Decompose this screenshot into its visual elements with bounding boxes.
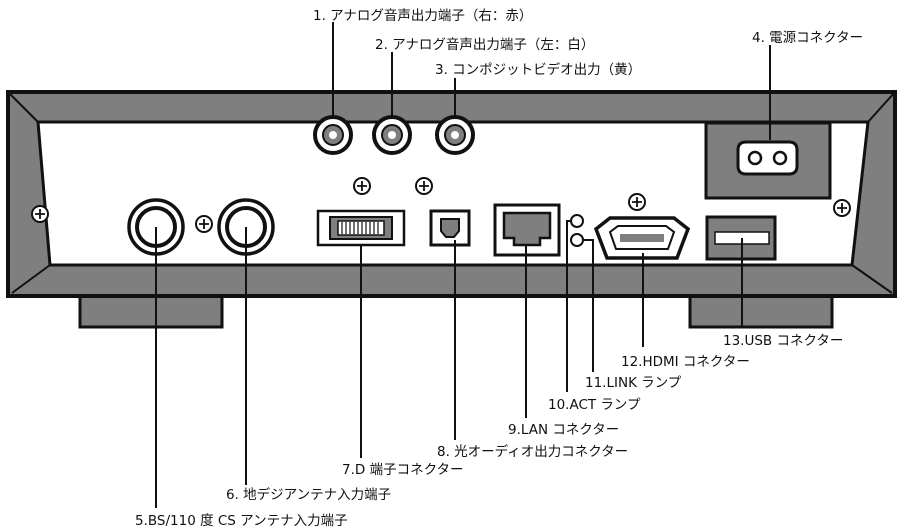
label-2: 2. アナログ音声出力端子（左：白） [375, 36, 594, 53]
label-12: 12.HDMI コネクター [621, 354, 750, 370]
bevel-line [11, 264, 51, 294]
label-5: 5.BS/110 度 CS アンテナ入力端子 [135, 513, 348, 529]
bevel-line [7, 91, 39, 123]
bevel-line [851, 264, 893, 294]
power-connector [704, 121, 832, 200]
label-13: 13.USB コネクター [723, 333, 843, 349]
rca-jack-composite-yellow [435, 115, 475, 155]
screw-icon [353, 177, 371, 195]
screw-icon [833, 199, 851, 217]
label-4: 4. 電源コネクター [752, 30, 863, 46]
rca-jack-right-red [313, 115, 353, 155]
left-foot [78, 293, 224, 329]
rca-jack-left-white [372, 115, 412, 155]
screw-icon [628, 193, 646, 211]
label-11: 11.LINK ランプ [585, 375, 682, 391]
right-foot [688, 293, 834, 329]
d-terminal-connector [316, 209, 406, 247]
label-10: 10.ACT ランプ [548, 397, 641, 413]
act-lamp [570, 214, 584, 228]
optical-audio-output [429, 209, 471, 247]
label-6: 6. 地デジアンテナ入力端子 [226, 486, 391, 503]
link-lamp [570, 233, 584, 247]
label-3: 3. コンポジットビデオ出力（黄） [435, 61, 641, 78]
leader-line-10 [566, 220, 571, 392]
label-9: 9.LAN コネクター [508, 422, 619, 438]
screw-icon [195, 215, 213, 233]
label-1: 1. アナログ音声出力端子（右：赤） [313, 7, 532, 24]
screw-icon [415, 177, 433, 195]
screw-icon [31, 205, 49, 223]
label-7: 7.D 端子コネクター [342, 462, 464, 478]
label-8: 8. 光オーディオ出力コネクター [437, 443, 628, 460]
bevel-line [867, 91, 896, 123]
hdmi-connector [593, 216, 691, 260]
leader-line-11 [583, 239, 594, 372]
